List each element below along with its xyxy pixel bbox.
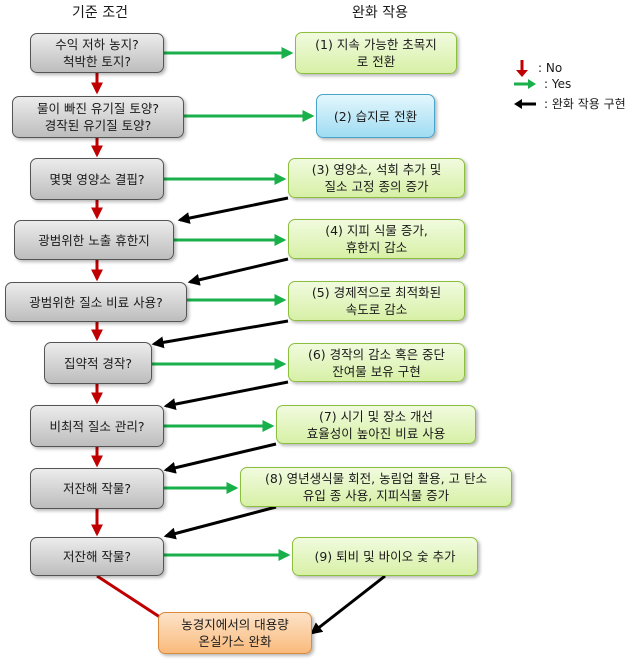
action-box-6: (6) 경작의 감소 혹은 중단 잔여물 보유 구현 [288,343,465,382]
legend-no-label: : No [538,61,563,75]
condition-box-1: 수익 저하 농지? 척박한 토지? [30,33,164,73]
action-box-8: (8) 영년생식물 회전, 농림업 활용, 고 탄소 유입 종 사용, 지피식물… [240,467,512,507]
legend-implement-label: : 완화 작용 구현 [544,97,626,111]
header-conditions: 기준 조건 [72,5,128,21]
implement-arrow-6 [163,380,289,411]
red-down-arrow-icon [516,60,528,77]
action-box-9: (9) 퇴비 및 바이오 숯 추가 [292,537,478,576]
condition-box-8: 저잔해 작물? [30,468,164,509]
action-box-5: (5) 경제적으로 최적화된 속도로 감소 [288,281,465,321]
implement-arrow-8 [163,505,277,540]
implement-arrow-9 [310,574,386,635]
implement-arrow-7 [163,442,277,474]
implement-arrow-4 [187,257,289,286]
legend-yes-label: : Yes [544,77,572,91]
condition-box-9: 저잔해 작물? [30,537,164,576]
condition-box-3: 몇몇 영양소 결핍? [30,158,164,200]
action-box-1: (1) 지속 가능한 초목지 로 전환 [295,32,457,74]
condition-box-2: 물이 빠진 유기질 토양? 경작된 유기질 토양? [12,96,184,138]
legend-no: : No [512,58,562,78]
header-actions: 완화 작용 [352,5,408,21]
implement-arrow-5 [151,319,289,349]
condition-box-7: 비최적 질소 관리? [30,405,164,447]
action-box-3: (3) 영양소, 석회 추가 및 질소 고정 종의 증가 [288,158,465,198]
legend-yes: : Yes [512,77,571,91]
legend-implement: : 완화 작용 구현 [512,95,626,112]
black-left-arrow-icon [514,98,536,109]
implement-arrow-3 [177,196,289,224]
action-box-7: (7) 시기 및 장소 개선 효율성이 높아진 비료 사용 [276,405,476,444]
condition-box-6: 집약적 경작? [44,342,152,384]
result-box: 농경지에서의 대용량 온실가스 완화 [158,612,312,654]
condition-box-5: 광범위한 질소 비료 사용? [5,282,187,322]
action-box-4: (4) 지피 식물 증가, 휴한지 감소 [288,219,465,259]
condition-box-4: 광범위한 노출 휴한지 [14,220,174,260]
green-right-arrow-icon [514,79,536,89]
action-box-2: (2) 습지로 전환 [316,94,435,138]
